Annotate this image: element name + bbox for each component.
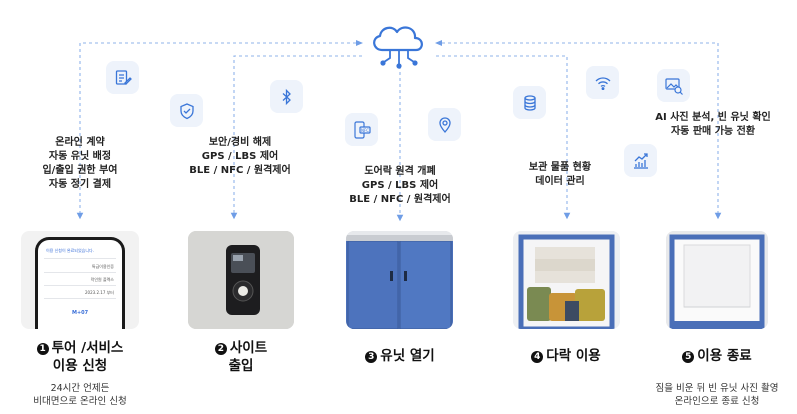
step-desc-line: 온라인으로 종료 신청 [674, 396, 760, 407]
bluetooth-icon [270, 80, 303, 113]
step-desc-line: 짐을 비운 뒤 빈 유닛 사진 촬영 [655, 383, 779, 394]
phone-code: M+07 [72, 310, 89, 316]
feature-line: 도어락 원격 개폐 [364, 166, 436, 177]
line-to-step1 [76, 42, 362, 220]
app-screen-image: 이용 신청이 완료되었습니다. 특급이용인증 락인원 플렉스 2023.2.17… [21, 231, 139, 329]
feature-line: 보안/경비 해제 [208, 137, 272, 148]
step-title-line: 이용 종료 [697, 348, 752, 364]
step-title-line: 유닛 열기 [380, 348, 435, 364]
feature-line: 데이터 관리 [535, 176, 585, 187]
arrow-into-cloud-right [435, 40, 442, 46]
image-search-icon [657, 69, 690, 102]
feature-text-step5: AI 사진 분석, 빈 유닛 확인 자동 판매 가능 전환 [638, 111, 788, 139]
database-icon [513, 86, 546, 119]
feature-line: 온라인 계약 [55, 137, 105, 148]
phone-row-value: 락인원 플렉스 [90, 277, 114, 282]
feature-text-step3: 도어락 원격 개폐 GPS / LBS 제어 BLE / NFC / 원격제어 [340, 165, 460, 207]
step-desc-line: 비대면으로 온라인 신청 [33, 396, 127, 407]
storage-in-use-image [513, 231, 620, 329]
feature-text-step1: 온라인 계약 자동 유닛 배정 입/출입 권한 부여 자동 정기 결제 [20, 136, 140, 192]
feature-line: AI 사진 분석, 빈 유닛 확인 [655, 112, 771, 123]
feature-line: 입/출입 권한 부여 [42, 165, 118, 176]
feature-line: 자동 정기 결제 [48, 179, 112, 190]
step-number: 5 [682, 351, 695, 363]
step-number: 1 [36, 343, 49, 355]
line-to-step4 [436, 55, 571, 220]
shield-check-icon [170, 94, 203, 127]
nfc-phone-icon: NFC [345, 113, 378, 146]
feature-line: 보관 물품 현황 [528, 162, 592, 173]
locker-units-image [346, 231, 453, 329]
cloud-network-icon [362, 20, 436, 72]
feature-line: GPS / LBS 제어 [361, 180, 439, 191]
empty-unit-image [666, 231, 768, 329]
svg-text:NFC: NFC [361, 127, 369, 132]
phone-frame: 이용 신청이 완료되었습니다. 특급이용인증 락인원 플렉스 2023.2.17… [35, 237, 125, 329]
growth-chart-icon [624, 144, 657, 177]
feature-text-step4: 보관 물품 현황 데이터 관리 [505, 161, 615, 189]
step-title-line: 다락 이용 [546, 348, 601, 364]
step-number: 3 [365, 351, 378, 363]
feature-line: BLE / NFC / 원격제어 [349, 194, 451, 205]
step-number: 2 [214, 343, 227, 355]
step-title-line: 이용 신청 [52, 358, 108, 374]
feature-line: 자동 유닛 배정 [48, 151, 112, 162]
phone-header-text: 이용 신청이 완료되었습니다. [46, 248, 94, 253]
feature-line: 자동 판매 가능 전환 [670, 126, 756, 137]
step-title-line: 투어 /서비스 [51, 340, 124, 356]
feature-line: GPS / LBS 제어 [201, 151, 279, 162]
access-device-image [188, 231, 294, 329]
feature-text-step2: 보안/경비 해제 GPS / LBS 제어 BLE / NFC / 원격제어 [180, 136, 300, 178]
feature-line: BLE / NFC / 원격제어 [189, 165, 291, 176]
step-5-description: 짐을 비운 뒤 빈 유닛 사진 촬영 온라인으로 종료 신청 [637, 382, 797, 408]
arrow-into-cloud-left [356, 40, 363, 46]
step-title-line: 출입 [228, 358, 254, 374]
step-1-description: 24시간 언제든 비대면으로 온라인 신청 [20, 382, 140, 408]
step-title-line: 사이트 [229, 340, 268, 356]
wifi-icon [586, 66, 619, 99]
phone-row-value: 특급이용인증 [91, 264, 114, 269]
document-edit-icon [106, 61, 139, 94]
phone-row-value: 2023.2.17 부터 [85, 290, 114, 295]
line-to-step5 [436, 42, 722, 220]
line-to-step2 [230, 55, 362, 220]
location-pin-icon [428, 108, 461, 141]
step-desc-line: 24시간 언제든 [50, 383, 110, 394]
step-number: 4 [531, 351, 544, 363]
